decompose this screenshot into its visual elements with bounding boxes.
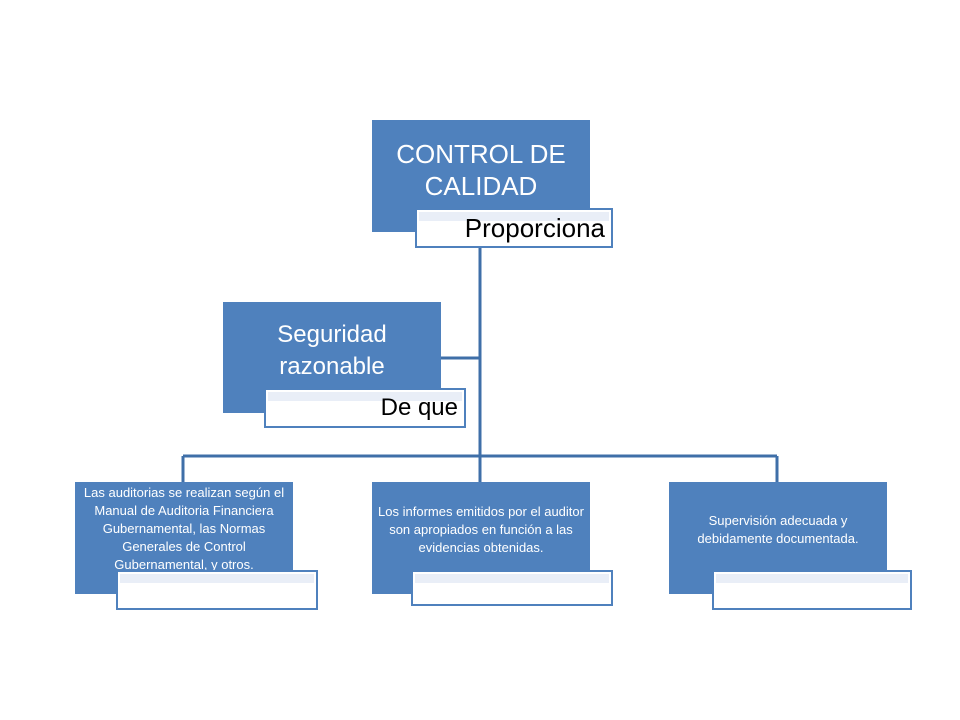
child-2-text: Los informes emitidos por el auditor son… — [378, 504, 584, 555]
middle-tag-label: De que — [380, 394, 458, 421]
root-tag-label: Proporciona — [464, 212, 605, 243]
child-1-text: Las auditorias se realizan según el Manu… — [83, 485, 285, 572]
child-1-tag — [116, 570, 318, 610]
child-2-tag — [411, 570, 613, 606]
child-3-tag — [712, 570, 912, 610]
root-tag: Proporciona — [415, 208, 613, 248]
child-3-text: Supervisión adecuada y debidamente docum… — [697, 513, 859, 546]
middle-tag: De que — [264, 388, 466, 428]
root-title: CONTROL DE CALIDAD — [396, 139, 566, 201]
middle-title: Seguridad razonable — [277, 320, 387, 380]
